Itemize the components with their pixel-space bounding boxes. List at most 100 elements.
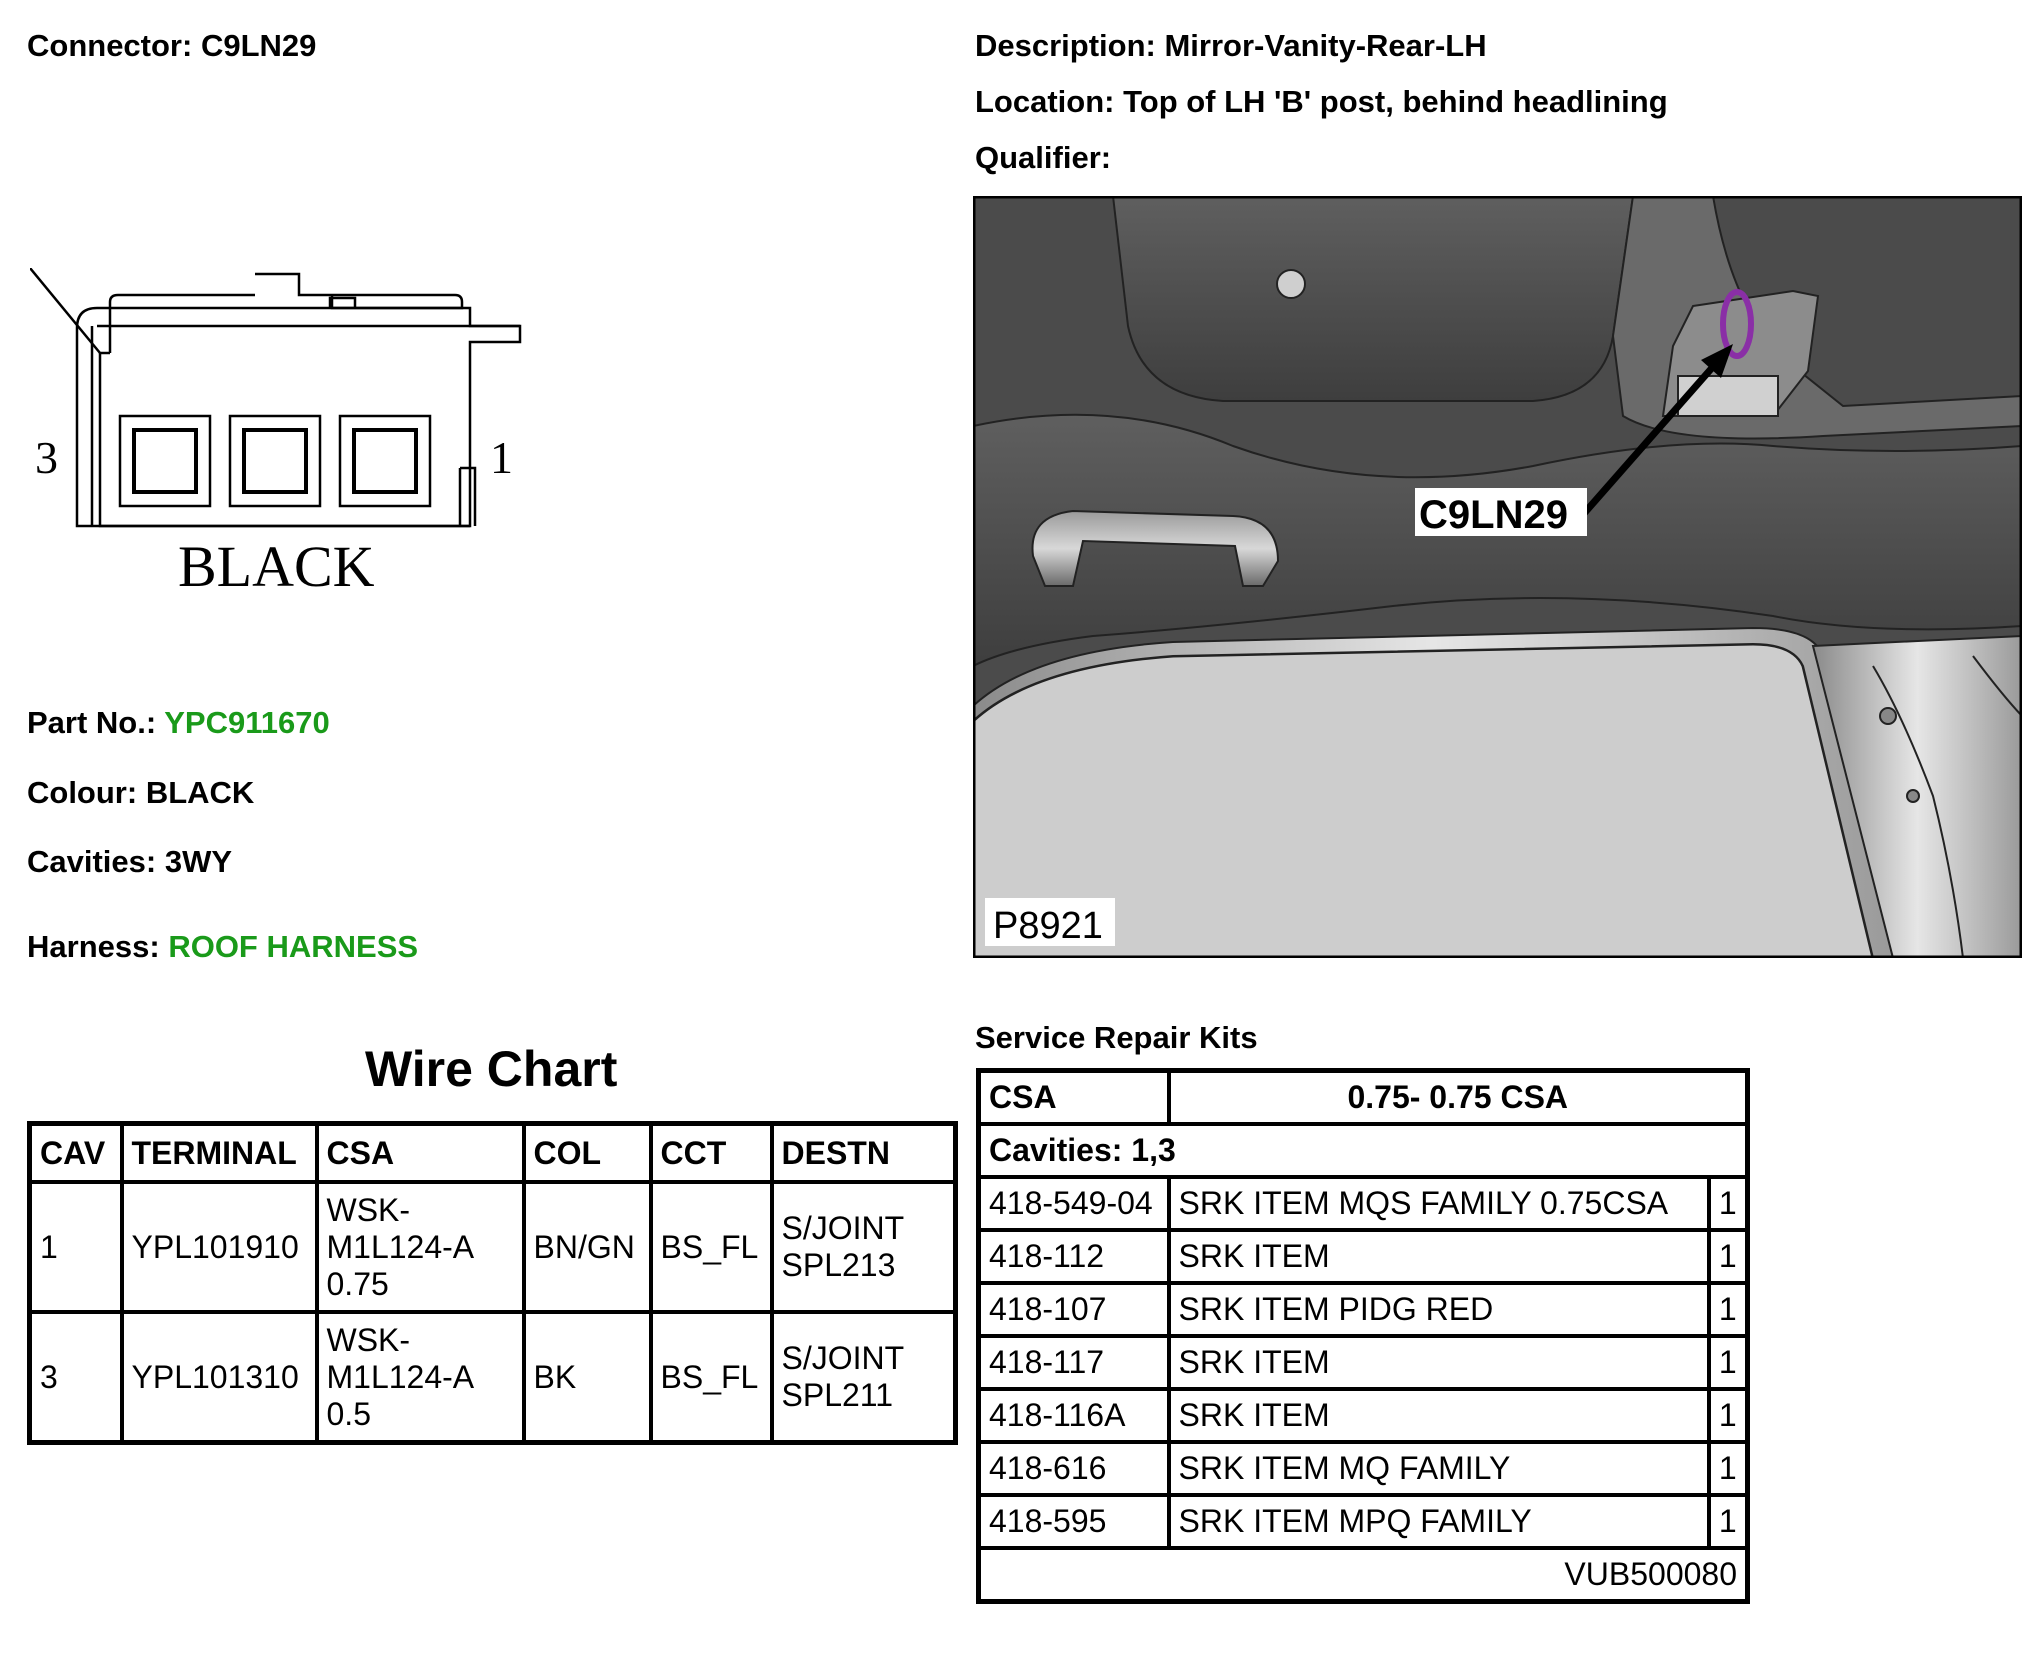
srk-desc: SRK ITEM MQ FAMILY xyxy=(1166,1440,1711,1497)
srk-qty: 1 xyxy=(1706,1175,1750,1232)
location-field: Location: Top of LH 'B' post, behind hea… xyxy=(975,84,1668,120)
wire-chart-header-row: CAV TERMINAL CSA COL CCT DESTN xyxy=(27,1121,958,1184)
part-no-field: Part No.: YPC911670 xyxy=(27,705,330,741)
cct-cell: BS_FL xyxy=(648,1310,774,1445)
srk-code: 418-117 xyxy=(976,1334,1171,1391)
destn-line: S/JOINT xyxy=(781,1210,905,1246)
connector-colour-text: BLACK xyxy=(178,534,375,599)
colour-value: BLACK xyxy=(145,775,255,810)
terminal-cell: YPL101910 xyxy=(119,1180,319,1314)
pin-number-right: 1 xyxy=(490,432,513,483)
destn-line: S/JOINT xyxy=(781,1340,905,1376)
col-header-csa: CSA xyxy=(314,1121,526,1184)
srk-qty: 1 xyxy=(1706,1493,1750,1550)
srk-qty: 1 xyxy=(1706,1440,1750,1497)
srk-desc: SRK ITEM MQS FAMILY 0.75CSA xyxy=(1166,1175,1711,1232)
connector-field: Connector: C9LN29 xyxy=(27,28,316,64)
harness-field: Harness: ROOF HARNESS xyxy=(27,929,418,965)
srk-code: 418-107 xyxy=(976,1281,1171,1338)
pin-number-left: 3 xyxy=(35,432,58,483)
wire-chart-table: CAV TERMINAL CSA COL CCT DESTN 1 YPL1019… xyxy=(27,1121,958,1445)
srk-code: 418-116A xyxy=(976,1387,1171,1444)
colour-field: Colour: BLACK xyxy=(27,775,254,811)
location-label: Location: xyxy=(975,84,1115,119)
srk-title: Service Repair Kits xyxy=(975,1020,1258,1055)
csa-cell: WSK- M1L124-A 0.5 xyxy=(314,1310,526,1445)
srk-cavities-row: Cavities: 1,3 xyxy=(976,1122,1750,1179)
connector-value: C9LN29 xyxy=(200,28,317,63)
col-header-destn: DESTN xyxy=(769,1121,958,1184)
connector-location-image: C9LN29 P8921 xyxy=(973,196,2022,958)
table-row: 418-112 SRK ITEM 1 xyxy=(976,1228,1750,1285)
part-no-value: YPC911670 xyxy=(164,705,330,740)
srk-table: CSA 0.75- 0.75 CSA Cavities: 1,3 418-549… xyxy=(976,1068,1750,1604)
srk-desc: SRK ITEM MPQ FAMILY xyxy=(1166,1493,1711,1550)
photo-callout-label: C9LN29 xyxy=(1419,493,1568,537)
table-row: 3 YPL101310 WSK- M1L124-A 0.5 BK BS_FL S… xyxy=(27,1310,958,1445)
cavities-value: 3WY xyxy=(164,844,233,879)
wire-chart-title: Wire Chart xyxy=(365,1041,618,1097)
cavities-field: Cavities: 3WY xyxy=(27,844,232,880)
destn-line: SPL213 xyxy=(781,1247,896,1283)
table-row: 418-616 SRK ITEM MQ FAMILY 1 xyxy=(976,1440,1750,1497)
srk-code: 418-595 xyxy=(976,1493,1171,1550)
col-header-col: COL xyxy=(521,1121,653,1184)
srk-header-value: 0.75- 0.75 CSA xyxy=(1166,1068,1750,1126)
srk-code: 418-616 xyxy=(976,1440,1171,1497)
col-header-cav: CAV xyxy=(27,1121,124,1184)
srk-qty: 1 xyxy=(1706,1387,1750,1444)
csa-cell: WSK- M1L124-A 0.75 xyxy=(314,1180,526,1314)
srk-header-row: CSA 0.75- 0.75 CSA xyxy=(976,1068,1750,1126)
destn-cell: S/JOINT SPL211 xyxy=(769,1310,958,1445)
csa-line: 0.75 xyxy=(326,1265,389,1302)
srk-cavities: Cavities: 1,3 xyxy=(976,1122,1750,1179)
srk-desc: SRK ITEM xyxy=(1166,1334,1711,1391)
connector-face-drawing: 3 1 BLACK xyxy=(30,268,522,599)
location-value: Top of LH 'B' post, behind headlining xyxy=(1123,84,1668,119)
table-row: 418-117 SRK ITEM 1 xyxy=(976,1334,1750,1391)
srk-qty: 1 xyxy=(1706,1334,1750,1391)
description-label: Description: xyxy=(975,28,1156,63)
qualifier-field: Qualifier: xyxy=(975,140,1111,176)
table-row: 418-116A SRK ITEM 1 xyxy=(976,1387,1750,1444)
terminal-cell: YPL101310 xyxy=(119,1310,319,1445)
cavities-label: Cavities: xyxy=(27,844,157,879)
description-field: Description: Mirror-Vanity-Rear-LH xyxy=(975,28,1487,64)
qualifier-label: Qualifier: xyxy=(975,140,1112,175)
table-row: 418-107 SRK ITEM PIDG RED 1 xyxy=(976,1281,1750,1338)
part-no-label: Part No.: xyxy=(27,705,157,740)
table-row: 418-549-04 SRK ITEM MQS FAMILY 0.75CSA 1 xyxy=(976,1175,1750,1232)
col-header-terminal: TERMINAL xyxy=(119,1121,319,1184)
srk-code: 418-549-04 xyxy=(976,1175,1171,1232)
srk-footer-row: VUB500080 xyxy=(976,1546,1750,1604)
cct-cell: BS_FL xyxy=(648,1180,774,1314)
srk-desc: SRK ITEM xyxy=(1166,1228,1711,1285)
destn-cell: S/JOINT SPL213 xyxy=(769,1180,958,1314)
connector-label: Connector: xyxy=(27,28,193,63)
photo-reference: P8921 xyxy=(993,905,1103,947)
destn-line: SPL211 xyxy=(781,1377,894,1413)
srk-code: 418-112 xyxy=(976,1228,1171,1285)
srk-footer-ref: VUB500080 xyxy=(976,1546,1750,1604)
csa-line: WSK- xyxy=(326,1191,411,1228)
col-cell: BN/GN xyxy=(521,1180,653,1314)
srk-desc: SRK ITEM xyxy=(1166,1387,1711,1444)
csa-line: M1L124-A xyxy=(326,1228,475,1265)
csa-line: 0.5 xyxy=(326,1395,371,1432)
srk-desc: SRK ITEM PIDG RED xyxy=(1166,1281,1711,1338)
srk-qty: 1 xyxy=(1706,1281,1750,1338)
csa-line: M1L124-A xyxy=(326,1358,475,1395)
harness-label: Harness: xyxy=(27,929,160,964)
col-cell: BK xyxy=(521,1310,653,1445)
harness-value: ROOF HARNESS xyxy=(168,929,419,964)
cav-cell: 1 xyxy=(27,1180,124,1314)
cav-cell: 3 xyxy=(27,1310,124,1445)
colour-label: Colour: xyxy=(27,775,138,810)
srk-qty: 1 xyxy=(1706,1228,1750,1285)
csa-line: WSK- xyxy=(326,1321,411,1358)
table-row: 1 YPL101910 WSK- M1L124-A 0.75 BN/GN BS_… xyxy=(27,1180,958,1314)
table-row: 418-595 SRK ITEM MPQ FAMILY 1 xyxy=(976,1493,1750,1550)
col-header-cct: CCT xyxy=(648,1121,774,1184)
description-value: Mirror-Vanity-Rear-LH xyxy=(1164,28,1487,63)
srk-header-label: CSA xyxy=(976,1068,1171,1126)
